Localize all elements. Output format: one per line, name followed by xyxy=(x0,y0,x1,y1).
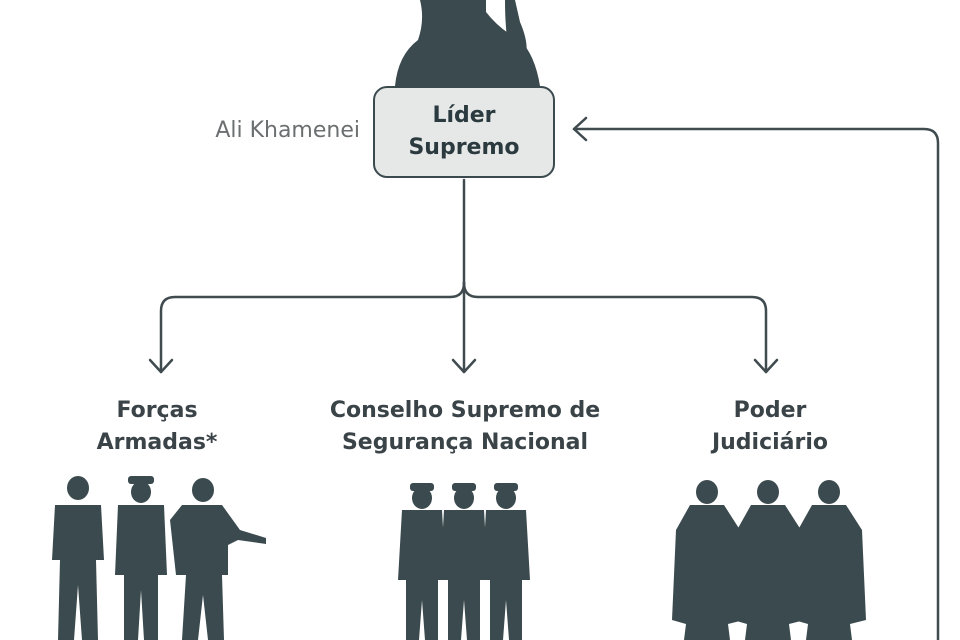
council-officer-silhouette-center xyxy=(440,483,488,640)
branch-title-line2: Judiciário xyxy=(711,430,829,455)
feedback-line xyxy=(572,127,940,640)
judge-silhouette-left xyxy=(672,480,744,640)
branch-title-line1: Poder xyxy=(733,398,807,423)
council-officer-silhouette-right xyxy=(482,483,530,640)
branch-line-right xyxy=(462,281,768,374)
council-silhouettes xyxy=(398,483,530,640)
armed-forces-silhouettes xyxy=(52,476,266,640)
arrowhead-right xyxy=(753,358,779,374)
judge-silhouette-right xyxy=(794,480,866,640)
council-officer-silhouette-left xyxy=(398,483,446,640)
branch-title-line2: Armadas* xyxy=(96,430,218,455)
branch-title-line1: Conselho Supremo de xyxy=(329,398,601,423)
leader-name: Ali Khamenei xyxy=(215,118,360,143)
leader-title-line2: Supremo xyxy=(408,135,520,160)
branch-line-left xyxy=(159,281,466,374)
branch-title-security-council: Conselho Supremo de Segurança Nacional xyxy=(300,395,630,459)
branch-title-line1: Forças xyxy=(116,398,198,423)
leader-title-line1: Líder xyxy=(432,103,496,128)
arrowhead-left xyxy=(148,358,174,374)
rifleman-silhouette xyxy=(170,478,266,640)
branch-title-judiciary: Poder Judiciário xyxy=(670,395,870,459)
judge-silhouette-center xyxy=(733,480,805,640)
soldier-silhouette xyxy=(52,476,104,640)
arrowhead-center xyxy=(451,358,477,374)
branch-title-line2: Segurança Nacional xyxy=(341,430,589,455)
connectors xyxy=(148,116,940,640)
leader-silhouette xyxy=(395,0,540,86)
branch-title-armed-forces: Forças Armadas* xyxy=(57,395,257,459)
judiciary-silhouettes xyxy=(672,480,866,640)
officer-silhouette xyxy=(115,476,167,640)
arrowhead-feedback xyxy=(572,116,588,142)
leader-box: Líder Supremo xyxy=(373,86,555,178)
